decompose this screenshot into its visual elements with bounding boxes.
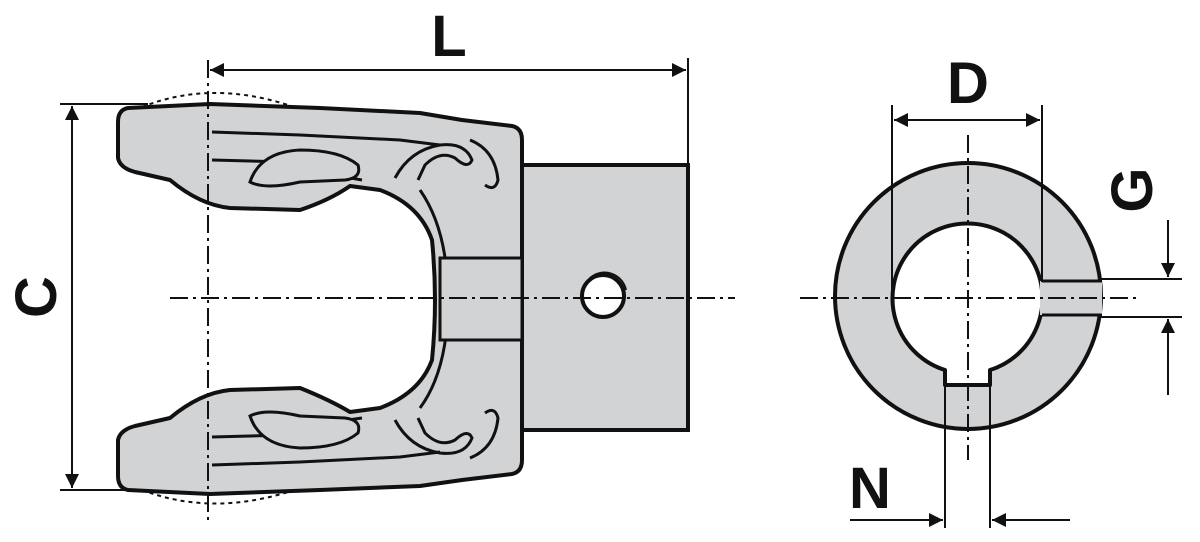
fork-hook-bottom-2 (469, 408, 500, 460)
label-D: D (947, 51, 989, 116)
fork-inner-edge-bottom (211, 450, 441, 467)
dimension-N: N (849, 385, 1070, 528)
label-G: G (1100, 167, 1165, 212)
fork-ear-top (248, 148, 361, 188)
dimension-C: C (4, 103, 148, 491)
pin-hole-arc (589, 271, 627, 291)
label-C: C (4, 276, 69, 318)
yoke-side-view (116, 60, 735, 525)
yoke-fork-body (116, 102, 524, 496)
label-L: L (431, 4, 466, 69)
dimension-G: G (1100, 167, 1182, 395)
swing-arc-bottom (141, 489, 289, 505)
fork-hook-top (393, 143, 474, 181)
fork-ear-bottom (248, 410, 361, 450)
dimension-L: L (210, 4, 689, 165)
fork-inner-edge-top (211, 130, 441, 147)
label-N: N (849, 456, 891, 521)
pin-hole (580, 273, 626, 319)
hub-end-view (800, 135, 1140, 460)
swing-arc-top (141, 92, 289, 108)
fork-hook-top-2 (469, 138, 500, 190)
fork-hook-bottom (393, 417, 474, 455)
dimension-D: D (891, 51, 1043, 292)
